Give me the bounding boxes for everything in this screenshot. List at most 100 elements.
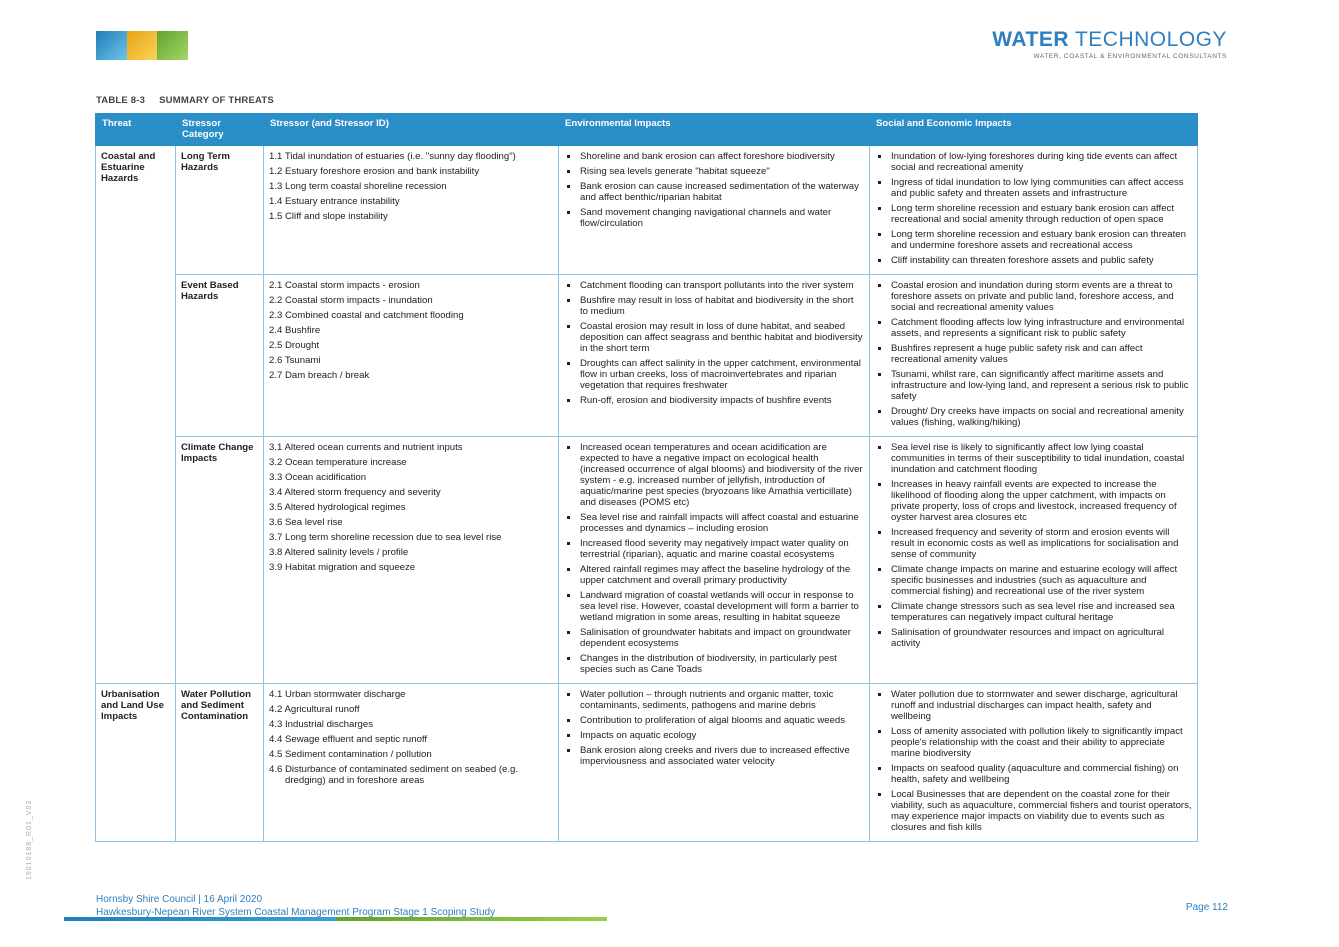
social-economic-impacts-cell: Inundation of low-lying foreshores durin… [869, 145, 1198, 275]
table-header-row: Threat Stressor Category Stressor (and S… [95, 113, 1198, 146]
stressor-category-cell: Water Pollution and Sediment Contaminati… [175, 683, 264, 842]
page-number: Page 112 [1185, 902, 1228, 913]
social-impact-item: Climate change stressors such as sea lev… [875, 601, 1192, 623]
environmental-impact-item: Bushfire may result in loss of habitat a… [564, 295, 864, 317]
stressor-item: 4.2 Agricultural runoff [269, 704, 360, 715]
stressor-cell: 1.1 Tidal inundation of estuaries (i.e. … [263, 145, 559, 275]
stressor-item: 4.4 Sewage effluent and septic runoff [269, 734, 428, 745]
stressor-item: 1.4 Estuary entrance instability [269, 196, 400, 207]
social-impact-item: Tsunami, whilst rare, can significantly … [875, 369, 1192, 402]
stressor-item: 1.5 Cliff and slope instability [269, 211, 388, 222]
social-impact-item: Ingress of tidal inundation to low lying… [875, 177, 1192, 199]
threats-table: Threat Stressor Category Stressor (and S… [95, 113, 1198, 842]
footer-project-title: Hawkesbury-Nepean River System Coastal M… [96, 907, 496, 918]
header-threat: Threat [95, 113, 176, 146]
social-impact-item: Long term shoreline recession and estuar… [875, 229, 1192, 251]
stressor-item: 1.3 Long term coastal shoreline recessio… [269, 181, 447, 192]
stressor-item: 3.4 Altered storm frequency and severity [269, 487, 441, 498]
social-impact-item: Local Businesses that are dependent on t… [875, 789, 1192, 833]
social-impact-item: Salinisation of groundwater resources an… [875, 627, 1192, 649]
stressor-item: 3.2 Ocean temperature increase [269, 457, 407, 468]
footer-bar-blue [64, 917, 336, 921]
social-impact-item: Catchment flooding affects low lying inf… [875, 317, 1192, 339]
environmental-impact-item: Contribution to proliferation of algal b… [564, 715, 864, 726]
social-impact-item: Water pollution due to stormwater and se… [875, 689, 1192, 722]
social-impact-item: Long term shoreline recession and estuar… [875, 203, 1192, 225]
stressor-item: 4.1 Urban stormwater discharge [269, 689, 406, 700]
brand-name: WATER TECHNOLOGY [992, 28, 1227, 52]
social-economic-impacts-cell: Sea level rise is likely to significantl… [869, 436, 1198, 684]
stressor-category-cell: Climate Change Impacts [175, 436, 264, 684]
stressor-item: 3.1 Altered ocean currents and nutrient … [269, 442, 463, 453]
brand-logo: WATER TECHNOLOGY WATER, COASTAL & ENVIRO… [992, 28, 1227, 60]
social-impact-item: Cliff instability can threaten foreshore… [875, 255, 1192, 266]
environmental-impact-item: Bank erosion can cause increased sedimen… [564, 181, 864, 203]
environmental-impact-item: Changes in the distribution of biodivers… [564, 653, 864, 675]
stressor-item: 3.8 Altered salinity levels / profile [269, 547, 409, 558]
stressor-item: 2.2 Coastal storm impacts - inundation [269, 295, 433, 306]
environmental-impact-item: Rising sea levels generate "habitat sque… [564, 166, 864, 177]
stressor-item: 2.5 Drought [269, 340, 320, 351]
environmental-impacts-cell: Water pollution – through nutrients and … [558, 683, 870, 842]
environmental-impact-item: Landward migration of coastal wetlands w… [564, 590, 864, 623]
social-impact-item: Impacts on seafood quality (aquaculture … [875, 763, 1192, 785]
header-environmental-impacts: Environmental Impacts [558, 113, 870, 146]
header-stressor: Stressor (and Stressor ID) [263, 113, 559, 146]
environmental-impact-item: Increased flood severity may negatively … [564, 538, 864, 560]
footer: Hornsby Shire Council | 16 April 2020 Ha… [96, 893, 495, 919]
footer-bar-green [335, 917, 607, 921]
environmental-impact-item: Salinisation of groundwater habitats and… [564, 627, 864, 649]
stressor-item: 4.3 Industrial discharges [269, 719, 373, 730]
social-impact-item: Climate change impacts on marine and est… [875, 564, 1192, 597]
footer-client-date: Hornsby Shire Council | 16 April 2020 [96, 894, 263, 905]
company-logo-mark [96, 31, 189, 60]
stressor-item: 2.3 Combined coastal and catchment flood… [269, 310, 464, 321]
stressor-item: 1.1 Tidal inundation of estuaries (i.e. … [269, 151, 516, 162]
table-number: TABLE 8-3 [96, 95, 146, 106]
document-code: 19010188_R01_V03 [26, 799, 33, 880]
environmental-impact-item: Coastal erosion may result in loss of du… [564, 321, 864, 354]
threat-cell: Urbanisation and Land Use Impacts [95, 683, 176, 842]
stressor-item: 2.1 Coastal storm impacts - erosion [269, 280, 420, 291]
social-impact-item: Inundation of low-lying foreshores durin… [875, 151, 1192, 173]
table-row: Climate Change Impacts 3.1 Altered ocean … [96, 436, 1198, 684]
header-stressor-category: Stressor Category [175, 113, 264, 146]
social-economic-impacts-cell: Water pollution due to stormwater and se… [869, 683, 1198, 842]
environmental-impacts-cell: Catchment flooding can transport polluta… [558, 274, 870, 437]
stressor-item: 3.5 Altered hydrological regimes [269, 502, 406, 513]
stressor-item: 3.3 Ocean acidification [269, 472, 367, 483]
logo-wave-blue [96, 31, 127, 60]
stressor-item: 3.7 Long term shoreline recession due to… [269, 532, 502, 543]
social-impact-item: Coastal erosion and inundation during st… [875, 280, 1192, 313]
environmental-impact-item: Increased ocean temperatures and ocean a… [564, 442, 864, 508]
stressor-item: 2.7 Dam breach / break [269, 370, 370, 381]
stressor-cell: 4.1 Urban stormwater discharge 4.2 Agricu… [263, 683, 559, 842]
social-impact-item: Bushfires represent a huge public safety… [875, 343, 1192, 365]
environmental-impact-item: Catchment flooding can transport polluta… [564, 280, 864, 291]
table-title: SUMMARY OF THREATS [159, 95, 274, 106]
stressor-item: 3.9 Habitat migration and squeeze [269, 562, 416, 573]
stressor-item: 4.5 Sediment contamination / pollution [269, 749, 432, 760]
brand-name-rest: TECHNOLOGY [1069, 28, 1227, 51]
environmental-impact-item: Run-off, erosion and biodiversity impact… [564, 395, 864, 406]
environmental-impact-item: Water pollution – through nutrients and … [564, 689, 864, 711]
stressor-cell: 2.1 Coastal storm impacts - erosion 2.2 C… [263, 274, 559, 437]
stressor-category-cell: Long Term Hazards [175, 145, 264, 275]
stressor-item: 2.6 Tsunami [269, 355, 321, 366]
social-impact-item: Increased frequency and severity of stor… [875, 527, 1192, 560]
logo-wave-green [157, 31, 189, 60]
stressor-item: 3.6 Sea level rise [269, 517, 343, 528]
brand-tagline: WATER, COASTAL & ENVIRONMENTAL CONSULTAN… [1033, 53, 1227, 60]
header-social-economic-impacts: Social and Economic Impacts [869, 113, 1198, 146]
stressor-item: 4.6 Disturbance of contaminated sediment… [269, 764, 519, 786]
environmental-impact-item: Sand movement changing navigational chan… [564, 207, 864, 229]
table-caption: TABLE 8-3 SUMMARY OF THREATS [96, 95, 274, 106]
stressor-item: 1.2 Estuary foreshore erosion and bank i… [269, 166, 480, 177]
environmental-impact-item: Bank erosion along creeks and rivers due… [564, 745, 864, 767]
brand-name-bold: WATER [992, 28, 1070, 51]
footer-color-bar [64, 917, 607, 921]
stressor-cell: 3.1 Altered ocean currents and nutrient … [263, 436, 559, 684]
